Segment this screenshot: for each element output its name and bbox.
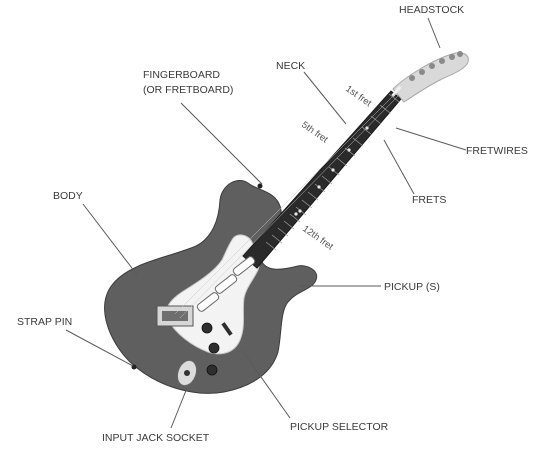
part-labels: HEADSTOCK NECK FINGERBOARD (OR FRETBOARD…: [17, 4, 528, 444]
label-5th-fret: 5th fret: [299, 119, 330, 145]
strings: [174, 92, 399, 319]
fret-wires: [265, 93, 400, 251]
label-1st-fret: 1st fret: [343, 83, 373, 109]
headstock: [392, 52, 469, 103]
label-12th-fret: 12th fret: [300, 223, 335, 252]
label-headstock: HEADSTOCK: [399, 4, 464, 16]
label-neck: NECK: [276, 60, 305, 72]
strap-pin-top: [257, 183, 263, 189]
label-pickups: PICKUP (S): [384, 281, 440, 293]
label-pickup-selector: PICKUP SELECTOR: [290, 421, 389, 433]
leader-lines: [65, 17, 467, 429]
label-fingerboard: FINGERBOARD: [143, 69, 220, 81]
label-input-jack: INPUT JACK SOCKET: [102, 432, 210, 444]
fret-dots: [294, 126, 369, 216]
pickups: [196, 256, 256, 312]
pickup-selector-switch: [221, 322, 233, 336]
nut: [391, 85, 402, 97]
label-strap-pin: STRAP PIN: [17, 316, 72, 328]
label-body: BODY: [53, 190, 83, 202]
tuning-pegs: [409, 51, 463, 81]
label-frets: FRETS: [412, 194, 446, 206]
bridge-saddles: [162, 311, 188, 321]
control-knobs: [201, 322, 220, 376]
label-fingerboard-note: (OR FRETBOARD): [143, 84, 233, 96]
input-jack-hole: [184, 370, 190, 376]
label-fretwires: FRETWIRES: [466, 145, 528, 157]
